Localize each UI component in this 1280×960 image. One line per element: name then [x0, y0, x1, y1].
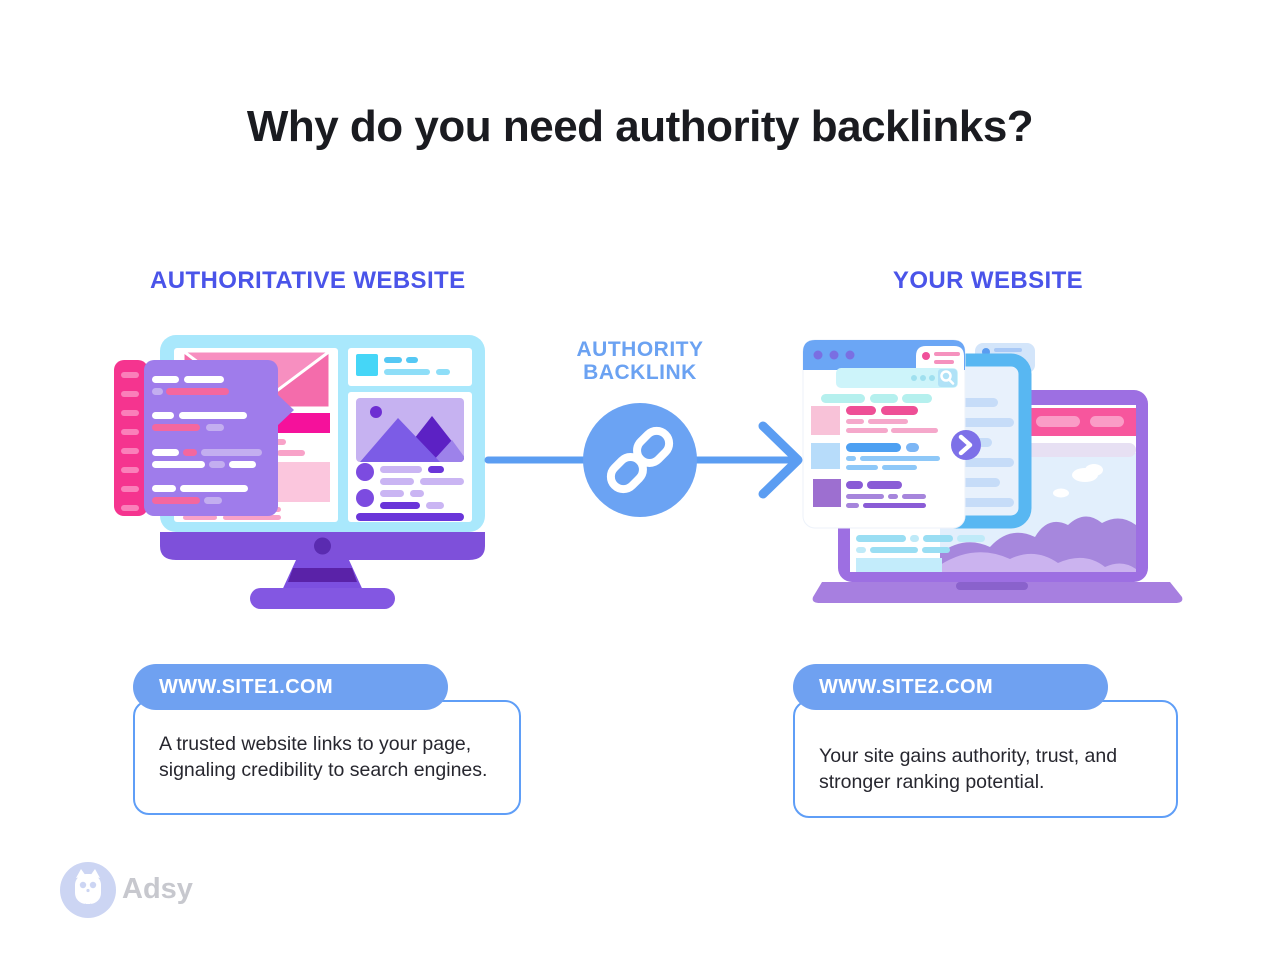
- sidebar-widget-card: [348, 348, 472, 386]
- result-row-blue: [811, 443, 940, 470]
- laptop-base: [812, 582, 1183, 603]
- connector-label-line2: BACKLINK: [583, 361, 697, 385]
- connector-label: AUTHORITY BACKLINK: [540, 338, 740, 384]
- result-row-pink: [811, 406, 938, 435]
- authoritative-website-illustration: [100, 320, 500, 620]
- laptop-text-rows: [856, 535, 985, 572]
- chevron-badge: [951, 430, 981, 460]
- clouds: [1053, 464, 1103, 498]
- left-section-header: AUTHORITATIVE WEBSITE: [150, 267, 466, 294]
- panel-text-rows: [958, 398, 1014, 507]
- desktop-monitor-icon: [114, 335, 485, 609]
- owl-icon: [60, 862, 116, 918]
- connector-label-line1: AUTHORITY: [576, 338, 704, 361]
- search-bar: [836, 368, 958, 388]
- site1-url-pill: WWW.SITE1.COM: [133, 664, 448, 710]
- browser-tab: [916, 346, 964, 370]
- right-section-header: YOUR WEBSITE: [892, 267, 1084, 294]
- chain-link-icon: [606, 426, 674, 494]
- arrowhead: [758, 421, 803, 499]
- laptop-icon: [802, 339, 1183, 603]
- site2-url-pill: WWW.SITE2.COM: [793, 664, 1108, 710]
- backlink-arrow: [480, 390, 810, 535]
- code-block-overlay: [114, 360, 294, 516]
- page-title: Why do you need authority backlinks?: [246, 102, 1034, 151]
- right-description-card: Your site gains authority, trust, and st…: [793, 700, 1178, 818]
- left-description-text: A trusted website links to your page, si…: [159, 733, 488, 781]
- brand-name: Adsy: [122, 873, 193, 905]
- chevron-right-icon: [958, 434, 973, 456]
- your-website-illustration: [780, 325, 1200, 615]
- left-description-card: A trusted website links to your page, si…: [133, 700, 521, 815]
- code-lines: [152, 376, 262, 504]
- brand-logo: Adsy: [60, 862, 280, 920]
- search-icon: [940, 370, 955, 385]
- article-card: [348, 392, 472, 522]
- search-results-window: [802, 339, 966, 529]
- result-row-purple: [813, 479, 926, 508]
- right-description-text: Your site gains authority, trust, and st…: [819, 745, 1118, 793]
- image-placeholder: [356, 398, 464, 462]
- front-hills: [940, 552, 1136, 572]
